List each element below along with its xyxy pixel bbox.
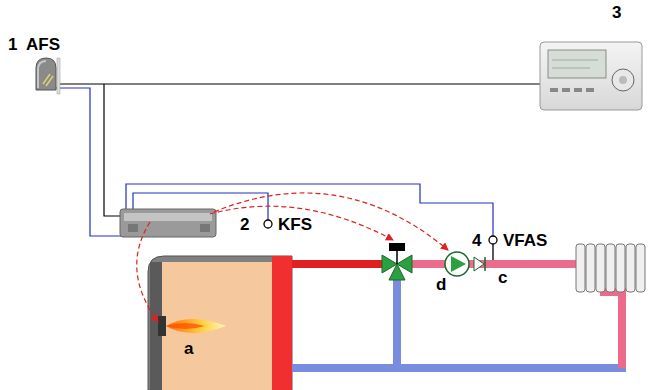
sensor-name: KFS	[278, 216, 312, 234]
part-letter: c	[497, 269, 508, 287]
callout-number: 4	[472, 232, 481, 250]
callout-number: 2	[240, 216, 249, 234]
callout-number: 1	[8, 36, 17, 54]
part-letter: d	[436, 276, 446, 294]
sensor-name: AFS	[26, 36, 60, 54]
part-letter: a	[184, 340, 193, 358]
callout-number: 3	[612, 4, 621, 22]
sensor-name: VFAS	[503, 232, 547, 250]
